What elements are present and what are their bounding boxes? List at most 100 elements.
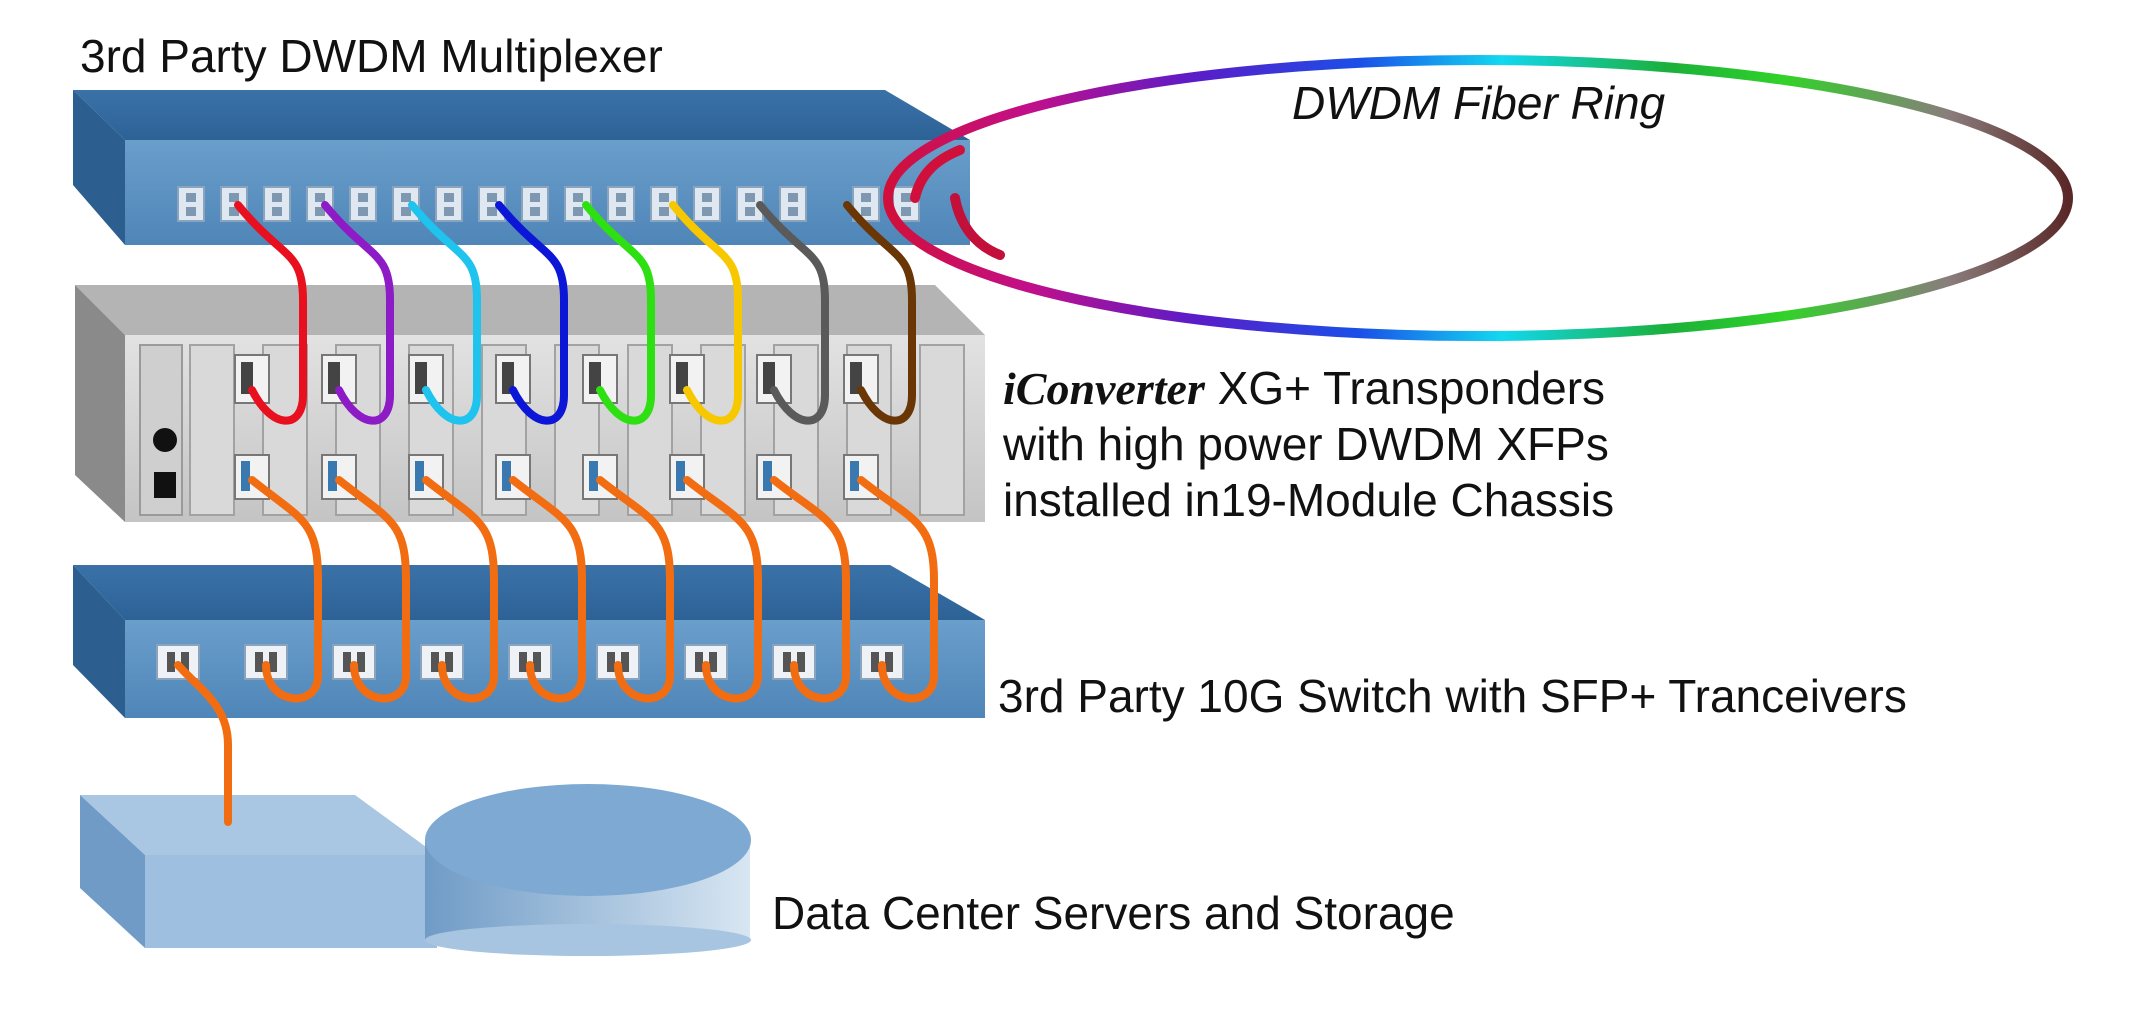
switch-sfp-pin-icon	[871, 652, 879, 672]
copper-cable	[857, 476, 938, 703]
sfp-copper-cables	[174, 476, 938, 826]
sfp-module-icon	[763, 461, 772, 491]
mux-port-pin-icon	[702, 193, 712, 202]
mux-port-pin-icon	[358, 207, 368, 216]
mux-port-pin-icon	[186, 193, 196, 202]
xfp-module-icon	[415, 362, 427, 394]
dwdm-fiber-cable	[234, 201, 307, 425]
transponder-chassis-icon	[75, 285, 985, 522]
mux-port-pin-icon	[659, 193, 669, 202]
server-uplink-cable	[174, 661, 232, 826]
xfp-module-icon	[241, 362, 253, 394]
mux-port-pin-icon	[702, 207, 712, 216]
transponder-brand: iConverter	[1003, 363, 1205, 414]
sfp-module-icon	[502, 461, 511, 491]
mux-port-pin-icon	[272, 207, 282, 216]
mux-port-pin-icon	[444, 193, 454, 202]
chassis-slot	[189, 344, 235, 516]
mux-port-pin-icon	[573, 193, 583, 202]
mux-port-pin-icon	[745, 193, 755, 202]
mux-port-pin-icon	[272, 193, 282, 202]
switch-sfp-pin-icon	[783, 652, 791, 672]
mux-port-pin-icon	[186, 207, 196, 216]
mux-port-icon	[693, 186, 721, 222]
xfp-module-icon	[589, 362, 601, 394]
copper-cable	[596, 476, 674, 703]
chassis-slot	[919, 344, 965, 516]
sfp-module-icon	[589, 461, 598, 491]
dwdm-fiber-cable	[843, 201, 916, 425]
switch-sfp-pin-icon	[533, 652, 541, 672]
mux-port-pin-icon	[745, 207, 755, 216]
mux-port-icon	[607, 186, 635, 222]
mux-port-pin-icon	[659, 207, 669, 216]
switch-sfp-pin-icon	[797, 652, 805, 672]
mux-port-pin-icon	[315, 207, 325, 216]
copper-cable	[248, 476, 322, 703]
mux-label: 3rd Party DWDM Multiplexer	[80, 30, 663, 82]
copper-cable	[683, 476, 762, 703]
server-box-icon	[80, 795, 437, 948]
dwdm-fiber-cable	[582, 201, 655, 425]
ring-feed-fiber	[910, 145, 965, 203]
switch-sfp-pin-icon	[445, 652, 453, 672]
fiber-ring-icon	[883, 55, 2073, 341]
copper-cable	[509, 476, 586, 703]
mux-port-pin-icon	[616, 193, 626, 202]
mux-port-pin-icon	[616, 207, 626, 216]
dwdm-fiber-cable	[495, 201, 568, 425]
switch-label: 3rd Party 10G Switch with SFP+ Tranceive…	[998, 670, 1907, 722]
switch-sfp-pin-icon	[167, 652, 175, 672]
mux-port-pin-icon	[401, 207, 411, 216]
mux-port-pin-icon	[861, 207, 871, 216]
mux-port-pin-icon	[788, 193, 798, 202]
copper-cable	[422, 476, 498, 703]
mux-port-pin-icon	[487, 193, 497, 202]
dwdm-mux-icon	[73, 90, 970, 245]
transponder-label-line2: with high power DWDM XFPs	[1003, 418, 1609, 470]
ring-label: DWDM Fiber Ring	[1292, 77, 1666, 129]
ring-return-fiber	[950, 193, 1005, 260]
mux-port-pin-icon	[315, 193, 325, 202]
sfp-module-icon	[850, 461, 859, 491]
storage-cylinder-icon	[425, 784, 751, 956]
switch-sfp-pin-icon	[607, 652, 615, 672]
mux-port-pin-icon	[901, 193, 911, 202]
copper-cable	[335, 476, 410, 703]
servers-label: Data Center Servers and Storage	[772, 887, 1455, 939]
xfp-module-icon	[676, 362, 688, 394]
chassis-mgmt-port-icon	[154, 472, 176, 498]
chassis-power-led-icon	[153, 428, 177, 452]
xfp-module-icon	[328, 362, 340, 394]
switch-sfp-pin-icon	[181, 652, 189, 672]
mux-port-pin-icon	[901, 207, 911, 216]
mux-port-pin-icon	[229, 207, 239, 216]
xfp-module-icon	[763, 362, 775, 394]
sfp-module-icon	[415, 461, 424, 491]
mux-port-pin-icon	[530, 193, 540, 202]
switch-sfp-pin-icon	[885, 652, 893, 672]
sfp-module-icon	[676, 461, 685, 491]
mux-port-pin-icon	[861, 193, 871, 202]
switch-sfp-pin-icon	[621, 652, 629, 672]
sfp-module-icon	[241, 461, 250, 491]
xfp-module-icon	[502, 362, 514, 394]
sfp-module-icon	[328, 461, 337, 491]
xfp-module-icon	[850, 362, 862, 394]
switch-sfp-pin-icon	[695, 652, 703, 672]
switch-sfp-pin-icon	[343, 652, 351, 672]
switch-sfp-pin-icon	[269, 652, 277, 672]
mux-port-pin-icon	[530, 207, 540, 216]
mux-port-pin-icon	[788, 207, 798, 216]
mux-port-icon	[349, 186, 377, 222]
transponder-label-text: XG+ Transponders	[1217, 362, 1606, 414]
mux-port-pin-icon	[229, 193, 239, 202]
copper-cable	[770, 476, 850, 703]
transponder-label-line1: iConverter XG+ Transponders	[1003, 360, 1605, 417]
mux-port-pin-icon	[401, 193, 411, 202]
mux-port-pin-icon	[573, 207, 583, 216]
switch-sfp-pin-icon	[255, 652, 263, 672]
mux-port-pin-icon	[358, 193, 368, 202]
dwdm-fiber-cable	[669, 201, 742, 425]
